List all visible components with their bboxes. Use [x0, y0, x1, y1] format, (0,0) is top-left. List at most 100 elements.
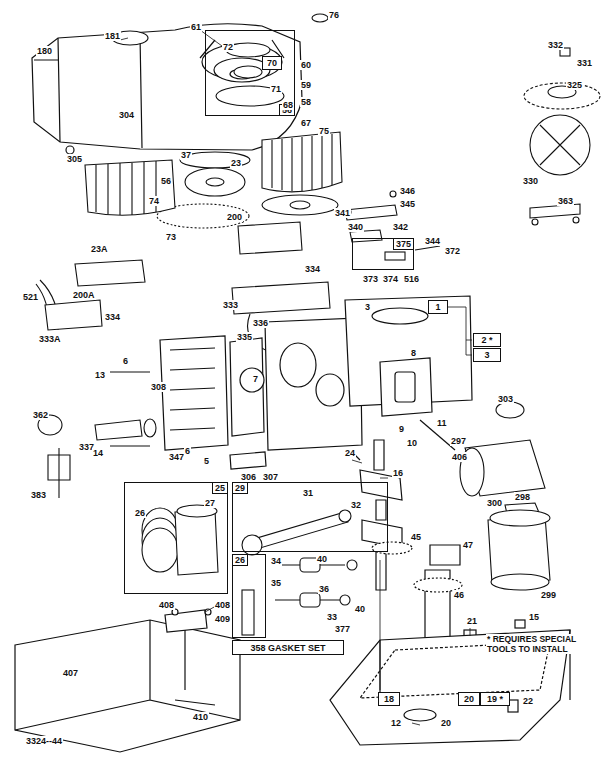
callout-number: 408	[214, 600, 231, 610]
callout-number: 45	[410, 532, 422, 542]
group-number: 20	[464, 694, 474, 704]
callout-number: 336	[252, 318, 269, 328]
callout-box: 18	[378, 692, 400, 706]
callout-number: 340	[347, 222, 364, 232]
callout-number: 298	[514, 492, 531, 502]
callout-number: 47	[462, 540, 474, 550]
callout-number: 6	[184, 446, 191, 456]
callout-number: 342	[392, 222, 409, 232]
flywheel	[85, 132, 342, 215]
callout-box: 70	[262, 56, 282, 70]
callout-number: 35	[270, 578, 282, 588]
plug-and-breather	[38, 415, 156, 498]
callout-number: 40	[316, 554, 328, 564]
callout-number: 377	[334, 624, 351, 634]
callout-number: 308	[150, 382, 167, 392]
callout-number: 61	[190, 22, 202, 32]
callout-number: 5	[203, 456, 210, 466]
callout-number: 330	[522, 176, 539, 186]
callout-number: 344	[424, 236, 441, 246]
callout-number: 335	[236, 332, 253, 342]
crankshaft-camshaft	[355, 440, 525, 640]
callout-number: 407	[62, 668, 79, 678]
callout-number: 27	[204, 498, 216, 508]
fuel-tank	[15, 609, 240, 752]
callout-number: 408	[158, 600, 175, 610]
callout-number: 32	[350, 500, 362, 510]
callout-box: 3	[473, 348, 501, 362]
callout-number: 383	[30, 490, 47, 500]
callout-number: 76	[328, 10, 340, 20]
callout-number: 60	[300, 60, 312, 70]
callout-number: 334	[104, 312, 121, 322]
callout-number: 74	[148, 196, 160, 206]
callout-number: 297	[450, 436, 467, 446]
group-frame: 26	[232, 554, 266, 638]
callout-number: 75	[318, 126, 330, 136]
callout-number: 521	[22, 292, 39, 302]
callout-number: 33	[326, 612, 338, 622]
callout-number: 71	[270, 84, 282, 94]
callout-number: 11	[436, 418, 448, 428]
callout-number: 333A	[38, 334, 62, 344]
group-number: 26	[232, 554, 248, 566]
callout-number: 67	[300, 118, 312, 128]
group-frame: 375	[352, 238, 414, 270]
callout-number: 406	[451, 452, 468, 462]
callout-number: 37	[180, 150, 192, 160]
blower-housing	[32, 24, 302, 154]
callout-number: 181	[104, 31, 121, 41]
callout-number: 373	[362, 274, 379, 284]
callout-number: 31	[302, 488, 314, 498]
callout-number: 46	[453, 590, 465, 600]
callout-number: 58	[300, 97, 312, 107]
callout-number: 200	[226, 212, 243, 222]
callout-number: 6	[122, 356, 129, 366]
group-number: 1	[435, 302, 440, 312]
piston-rod-valves	[142, 505, 357, 635]
leader-lines	[120, 30, 472, 725]
callout-number: 7	[252, 374, 259, 384]
rotating-screen	[524, 48, 600, 225]
callout-number: 333	[222, 300, 239, 310]
callout-number: 10	[406, 438, 418, 448]
callout-number: 516	[403, 274, 420, 284]
callout-number: 303	[497, 394, 514, 404]
note-text: * REQUIRES SPECIAL TOOLS TO INSTALL	[486, 634, 592, 654]
callout-number: 410	[192, 712, 209, 722]
callout-number: 56	[160, 176, 172, 186]
callout-number: 306	[240, 472, 257, 482]
callout-number: 345	[399, 199, 416, 209]
callout-number: 347	[168, 452, 185, 462]
cylinder-block	[110, 296, 472, 469]
callout-number: 22	[522, 696, 534, 706]
callout-number: 3	[364, 302, 371, 312]
callout-number: 3324--44	[25, 736, 63, 746]
callout-number: 59	[300, 80, 312, 90]
callout-number: 341	[334, 208, 351, 218]
callout-number: 12	[390, 718, 402, 728]
callout-number: 14	[92, 448, 104, 458]
callout-number: 299	[540, 590, 557, 600]
callout-box: 358 GASKET SET	[232, 640, 344, 655]
callout-number: 374	[382, 274, 399, 284]
group-number: 29	[232, 482, 248, 494]
callout-number: 20	[440, 718, 452, 728]
callout-number: 23	[230, 158, 242, 168]
callout-number: 300	[486, 498, 503, 508]
callout-number: 304	[118, 110, 135, 120]
callout-number: 73	[165, 232, 177, 242]
callout-number: 21	[466, 616, 478, 626]
callout-number: 13	[94, 370, 106, 380]
group-number: 358 GASKET SET	[250, 643, 325, 653]
callout-number: 305	[66, 154, 83, 164]
callout-number: 34	[270, 556, 282, 566]
callout-number: 346	[399, 186, 416, 196]
callout-number: 362	[32, 410, 49, 420]
callout-number: 15	[528, 612, 540, 622]
callout-number: 68	[282, 100, 294, 110]
carburetor-air-cleaner	[460, 402, 550, 590]
callout-number: 26	[134, 508, 146, 518]
callout-box: 19 *	[480, 692, 510, 706]
